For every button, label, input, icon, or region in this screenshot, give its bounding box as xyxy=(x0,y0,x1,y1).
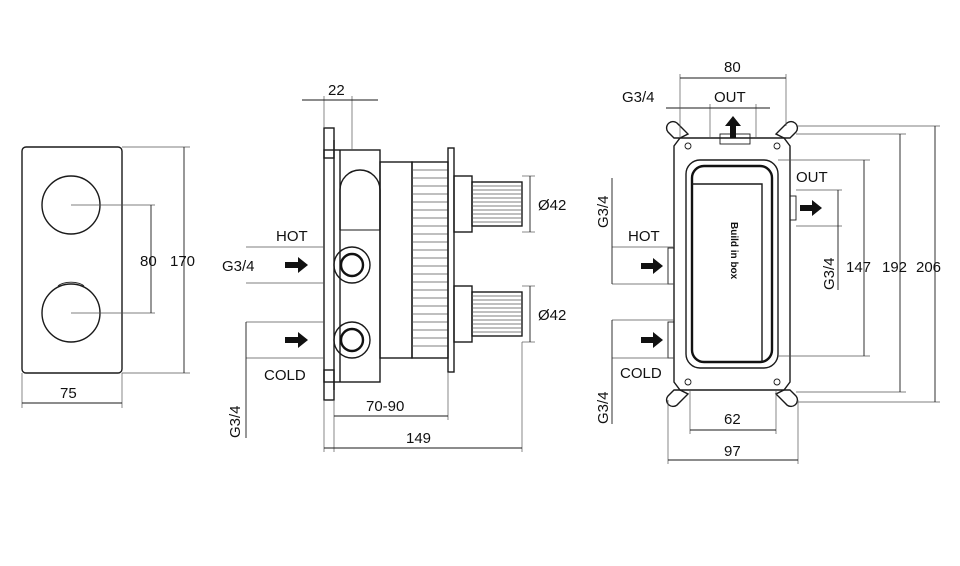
height-192-dim: 192 xyxy=(882,259,907,276)
knob-indicator xyxy=(57,281,85,287)
cold-thread-label: G3/4 xyxy=(227,405,244,438)
plate-height-dim: 170 xyxy=(170,253,195,270)
cold-label: COLD xyxy=(264,367,306,384)
plate-width-dim: 75 xyxy=(60,385,77,402)
height-206-dim: 206 xyxy=(916,259,941,276)
back-cold-label: COLD xyxy=(620,365,662,382)
height-147-dim: 147 xyxy=(846,259,871,276)
top-width-dim: 80 xyxy=(724,59,741,76)
cold-inlet-arrow xyxy=(285,332,308,348)
bottom-outer-dim: 97 xyxy=(724,443,741,460)
top-outlet-arrow xyxy=(725,116,741,138)
knob-spacing-dim: 80 xyxy=(140,253,157,270)
top-outlet-label: OUT xyxy=(714,89,746,106)
bottom-pipe-diameter: Ø42 xyxy=(538,307,566,324)
hot-label: HOT xyxy=(276,228,308,245)
lug-bottom-left xyxy=(665,389,690,408)
valve-body xyxy=(323,149,381,383)
side-view: Ø42 Ø42 22 HOT G3/4 COLD G3/4 70-90 149 xyxy=(222,82,566,452)
adjust-range-dim: 70-90 xyxy=(366,398,404,415)
lug-top-right xyxy=(774,120,799,139)
right-outlet-arrow xyxy=(800,200,822,216)
back-cold-arrow xyxy=(641,332,663,348)
back-cold-thread-label: G3/4 xyxy=(595,391,612,424)
bottom-inner-dim: 62 xyxy=(724,411,741,428)
hot-inlet-arrow xyxy=(285,257,308,273)
inner-cavity xyxy=(690,164,774,364)
box-text: Build in box xyxy=(728,222,739,280)
cover-plate xyxy=(21,146,123,374)
lug-top-left xyxy=(665,120,690,139)
top-pipe-diameter: Ø42 xyxy=(538,197,566,214)
back-hot-thread-label: G3/4 xyxy=(595,195,612,228)
right-outlet-label: OUT xyxy=(796,169,828,186)
total-depth-dim: 149 xyxy=(406,430,431,447)
right-thread-label: G3/4 xyxy=(821,257,838,290)
top-depth-dim: 22 xyxy=(328,82,345,99)
back-hot-label: HOT xyxy=(628,228,660,245)
front-view: 80 170 75 xyxy=(21,146,195,408)
hot-thread-label: G3/4 xyxy=(222,258,255,275)
back-view: Build in box OUT G3/4 80 OUT G3/4 HOT G3… xyxy=(595,59,941,464)
lug-bottom-right xyxy=(774,389,799,408)
top-thread-label: G3/4 xyxy=(622,89,655,106)
back-hot-arrow xyxy=(641,258,663,274)
